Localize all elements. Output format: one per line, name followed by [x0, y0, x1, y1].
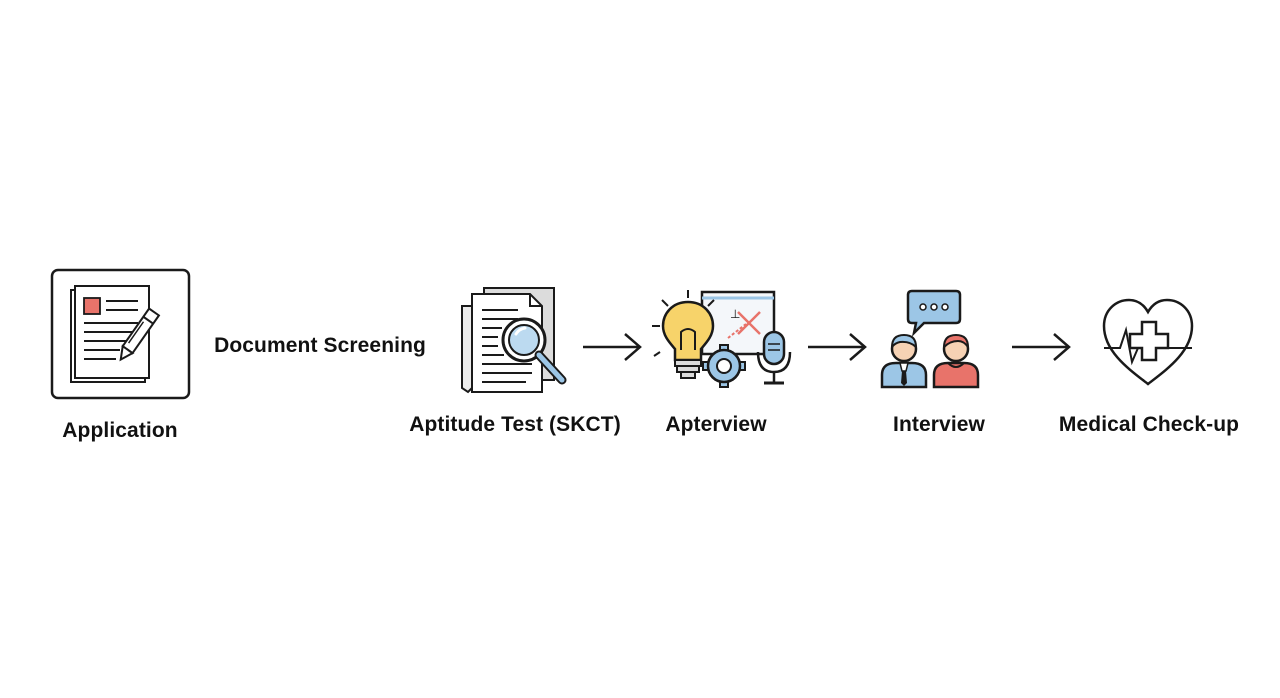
step-label-medical-check-up: Medical Check-up	[1058, 413, 1240, 436]
arrow-right-icon	[581, 332, 643, 362]
arrow-right-icon	[1010, 332, 1072, 362]
step-label-aptitude-test: Aptitude Test (SKCT)	[409, 413, 621, 436]
step-label-interview: Interview	[893, 413, 985, 436]
application-form-pen-icon	[50, 268, 192, 401]
two-people-speech-bubble-icon	[878, 287, 986, 391]
step-label-application: Application	[62, 419, 178, 442]
lightbulb-gear-microphone-icon: ⊥	[650, 288, 795, 388]
step-label-document-screening: Document Screening	[214, 334, 426, 357]
documents-magnifier-icon	[456, 284, 570, 396]
arrow-right-icon	[806, 332, 868, 362]
step-label-apterview: Apterview	[665, 413, 767, 436]
heart-medical-cross-icon	[1100, 296, 1196, 388]
svg-text:⊥: ⊥	[730, 307, 740, 321]
